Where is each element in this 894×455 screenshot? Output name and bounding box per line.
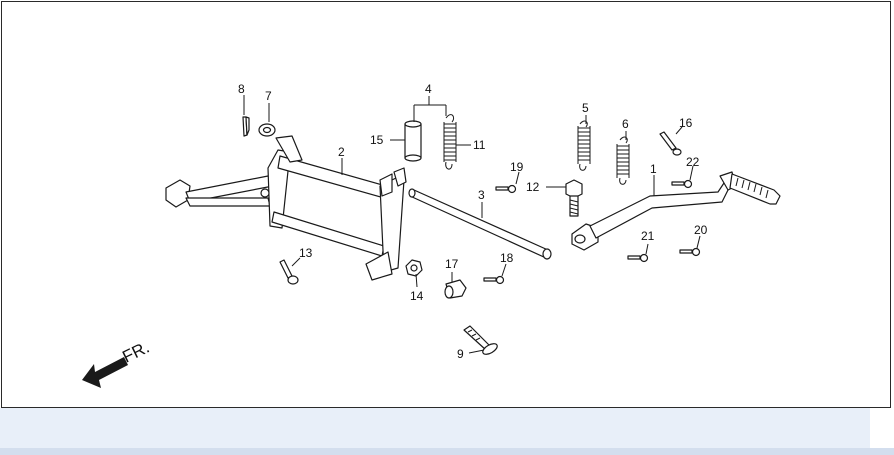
nut-part-14 xyxy=(405,259,423,277)
callout-11: 11 xyxy=(473,138,486,152)
callout-1: 1 xyxy=(650,162,657,176)
kick-arm-part xyxy=(571,171,781,251)
main-stand-part xyxy=(165,135,407,281)
collar-part xyxy=(404,120,422,162)
bolt-part-19 xyxy=(679,247,701,257)
front-direction-indicator: FR. xyxy=(82,338,152,388)
callout-6: 6 xyxy=(622,117,629,131)
bolt-part-12 xyxy=(565,179,583,217)
bolt-part-9 xyxy=(463,325,498,355)
leader-lines xyxy=(243,95,701,354)
callout-2: 2 xyxy=(338,145,345,159)
callout-18: 17 xyxy=(445,257,459,271)
bolt-part-20 xyxy=(495,184,517,194)
callout-3: 3 xyxy=(478,188,485,202)
footer-band xyxy=(0,408,870,455)
callout-12: 12 xyxy=(526,180,540,194)
bolt-part-17 xyxy=(483,275,505,285)
washer-part xyxy=(258,123,276,137)
callout-7: 7 xyxy=(265,89,272,103)
callout-20: 19 xyxy=(510,160,524,174)
cotter-pin-part xyxy=(242,116,250,137)
callout-5: 5 xyxy=(582,101,589,115)
spring-part-11 xyxy=(443,114,457,170)
front-arrow-icon xyxy=(82,357,128,388)
callout-19: 20 xyxy=(694,223,708,237)
callout-15: 15 xyxy=(370,133,384,147)
callout-14: 14 xyxy=(410,289,424,303)
shaft-part xyxy=(408,188,552,260)
pin-part-18 xyxy=(444,279,467,299)
callout-8: 8 xyxy=(238,82,245,96)
callout-4: 4 xyxy=(425,82,432,96)
callout-9: 9 xyxy=(457,347,464,361)
callout-labels: 8 7 4 15 11 2 5 6 16 19 12 3 1 22 13 17 … xyxy=(238,82,708,361)
callout-16: 16 xyxy=(679,116,693,130)
footer-strip xyxy=(0,448,894,455)
callout-21: 21 xyxy=(641,229,655,243)
bolt-part-16 xyxy=(659,131,682,156)
bolt-part-13 xyxy=(279,259,299,285)
callout-22: 22 xyxy=(686,155,700,169)
spring-part-5 xyxy=(577,120,591,171)
bolt-part-21 xyxy=(627,253,649,263)
bolt-part-22 xyxy=(671,179,693,189)
callout-13: 13 xyxy=(299,246,313,260)
callout-17-label: 18 xyxy=(500,251,514,265)
spring-part-6 xyxy=(616,136,630,185)
